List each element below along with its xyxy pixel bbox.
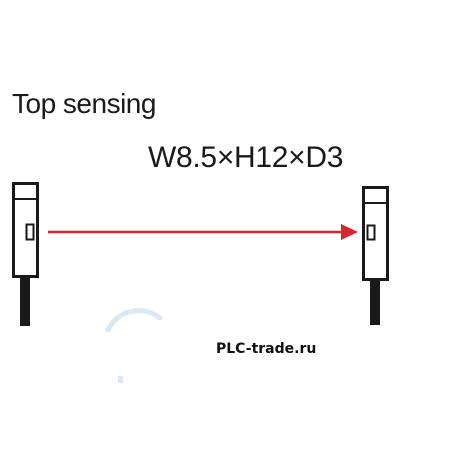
watermark-text: PLC-trade.ru	[216, 341, 317, 357]
background-watermark-mark	[105, 308, 163, 383]
receiver-cable	[370, 279, 380, 325]
diagram-caption: Top sensing	[12, 88, 156, 119]
beam-arrowhead	[341, 224, 358, 240]
dimensions-label: W8.5×H12×D3	[148, 141, 344, 174]
beam-arrow	[48, 224, 358, 240]
emitter-lens	[25, 223, 35, 241]
emitter-sensor	[12, 182, 39, 326]
emitter-cable	[20, 276, 30, 326]
receiver-lens	[366, 224, 376, 241]
receiver-sensor	[362, 186, 389, 325]
